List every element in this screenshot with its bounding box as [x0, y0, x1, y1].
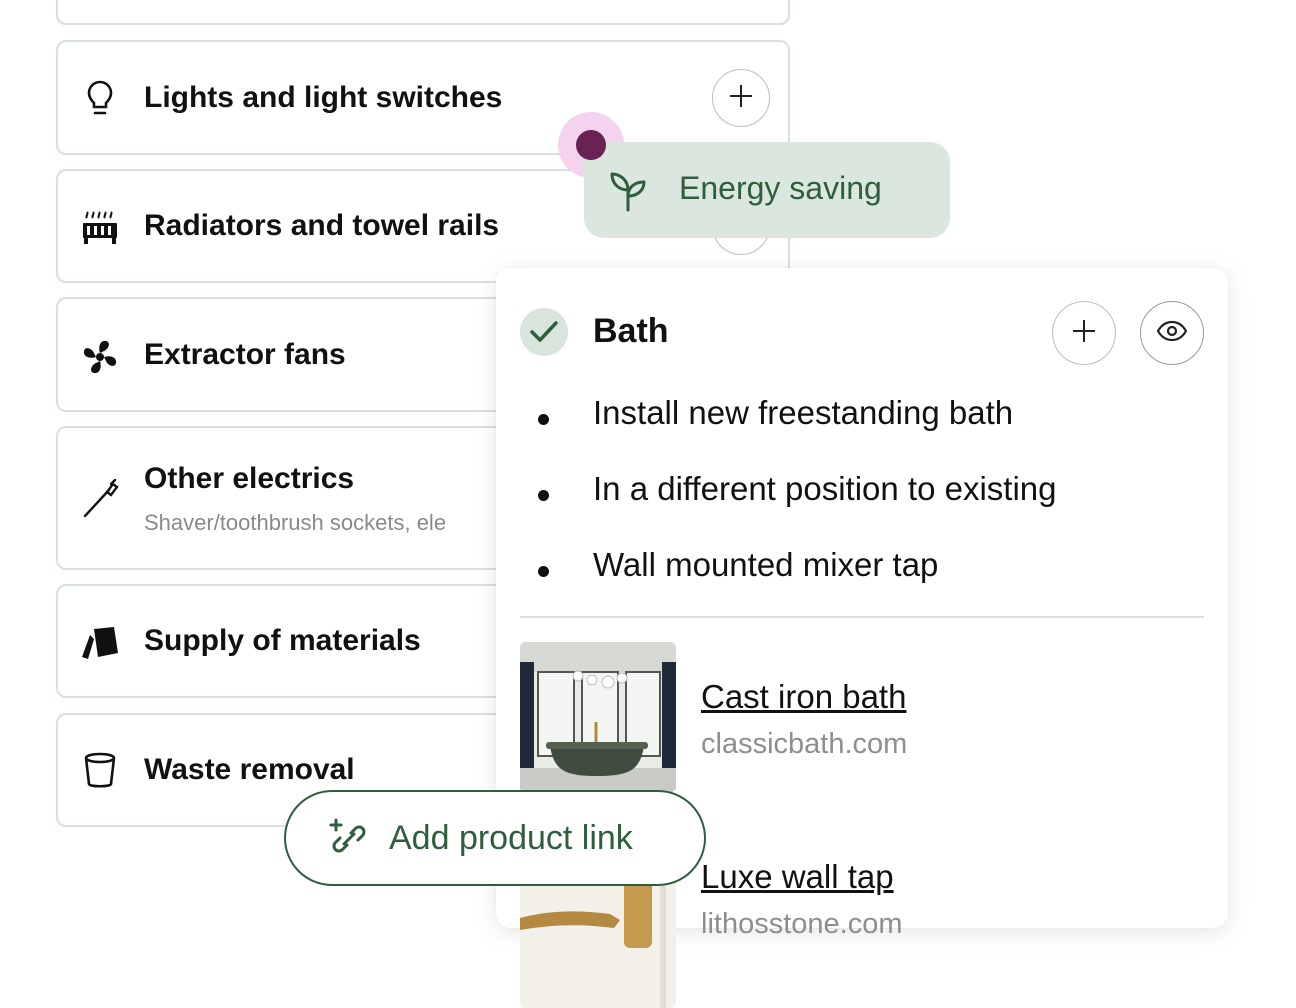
category-label: Lights and light switches — [144, 81, 503, 114]
category-label: Waste removal — [144, 753, 355, 786]
category-card-partial — [56, 0, 790, 25]
product-site: classicbath.com — [701, 728, 908, 760]
divider — [520, 616, 1204, 618]
category-card-lights[interactable]: Lights and light switches — [56, 40, 790, 155]
product-site: lithosstone.com — [701, 908, 903, 940]
category-label: Supply of materials — [144, 624, 421, 657]
lightbulb-icon — [80, 78, 120, 118]
detail-title: Bath — [593, 312, 669, 350]
hotspot-marker[interactable] — [576, 130, 606, 160]
check-icon — [520, 308, 568, 356]
list-item: Wall mounted mixer tap — [520, 546, 938, 583]
product-link[interactable]: Luxe wall tap — [701, 858, 894, 895]
view-button[interactable] — [1140, 301, 1204, 365]
category-sublabel: Shaver/toothbrush sockets, ele — [144, 510, 447, 535]
category-label: Other electrics — [144, 462, 355, 495]
toothbrush-icon — [80, 478, 120, 518]
bin-icon — [80, 751, 120, 791]
bullet — [538, 566, 549, 577]
add-product-link-label: Add product link — [389, 819, 633, 857]
sprout-icon — [608, 168, 652, 217]
product-link[interactable]: Cast iron bath — [701, 678, 907, 715]
list-item: Install new freestanding bath — [520, 394, 1013, 431]
add-product-link-button[interactable]: Add product link — [284, 790, 706, 886]
add-button[interactable] — [712, 69, 770, 127]
bullet-text: Install new freestanding bath — [593, 394, 1014, 431]
energy-saving-label: Energy saving — [679, 170, 882, 206]
fan-icon — [80, 337, 120, 377]
add-link-icon — [328, 818, 370, 865]
list-item: In a different position to existing — [520, 470, 1057, 507]
energy-saving-tooltip[interactable]: Energy saving — [584, 142, 950, 238]
plus-icon — [728, 83, 754, 114]
bullet-text: Wall mounted mixer tap — [593, 546, 939, 583]
product-image[interactable] — [520, 642, 676, 792]
category-label: Radiators and towel rails — [144, 209, 500, 242]
bullet-text: In a different position to existing — [593, 470, 1057, 507]
plus-icon — [1071, 318, 1097, 349]
bullet — [538, 414, 549, 425]
eye-icon — [1156, 320, 1188, 347]
radiator-icon — [80, 207, 120, 247]
category-label: Extractor fans — [144, 338, 346, 371]
tiles-icon — [80, 622, 120, 662]
bullet — [538, 490, 549, 501]
add-button[interactable] — [1052, 301, 1116, 365]
